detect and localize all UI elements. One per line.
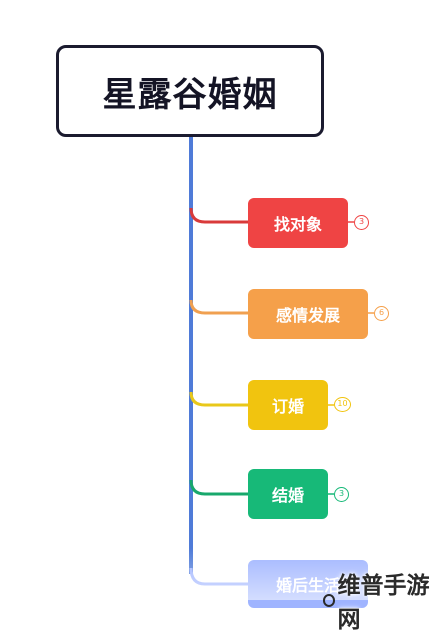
branch-node-engagement[interactable]: 订婚 [248, 380, 328, 430]
branch-connector-1 [189, 299, 248, 315]
branch-node-find-partner[interactable]: 找对象 [248, 198, 348, 248]
branch-connector-4 [189, 567, 248, 586]
child-count-badge[interactable]: 10 [334, 397, 351, 412]
branch-node-wedding[interactable]: 结婚 [248, 469, 328, 519]
branch-connector-0 [189, 207, 248, 224]
watermark: 维普手游网 [323, 566, 446, 634]
branch-connector-2 [189, 391, 248, 407]
child-count-badge[interactable]: 6 [374, 306, 389, 321]
branch-connector-3 [189, 479, 248, 496]
branch-label: 结婚 [271, 486, 304, 505]
branch-label: 感情发展 [275, 306, 340, 325]
root-topic[interactable]: 星露谷婚姻 [56, 45, 324, 137]
root-title: 星露谷婚姻 [102, 74, 278, 115]
child-count-badge[interactable]: 3 [354, 215, 369, 230]
branch-node-relationship[interactable]: 感情发展 [248, 289, 368, 339]
branch-label: 找对象 [273, 215, 322, 234]
branch-label: 订婚 [271, 397, 304, 416]
watermark-text: 维普手游网 [337, 573, 430, 633]
watermark-logo-icon [323, 593, 336, 607]
child-count-badge[interactable]: 3 [334, 487, 349, 502]
